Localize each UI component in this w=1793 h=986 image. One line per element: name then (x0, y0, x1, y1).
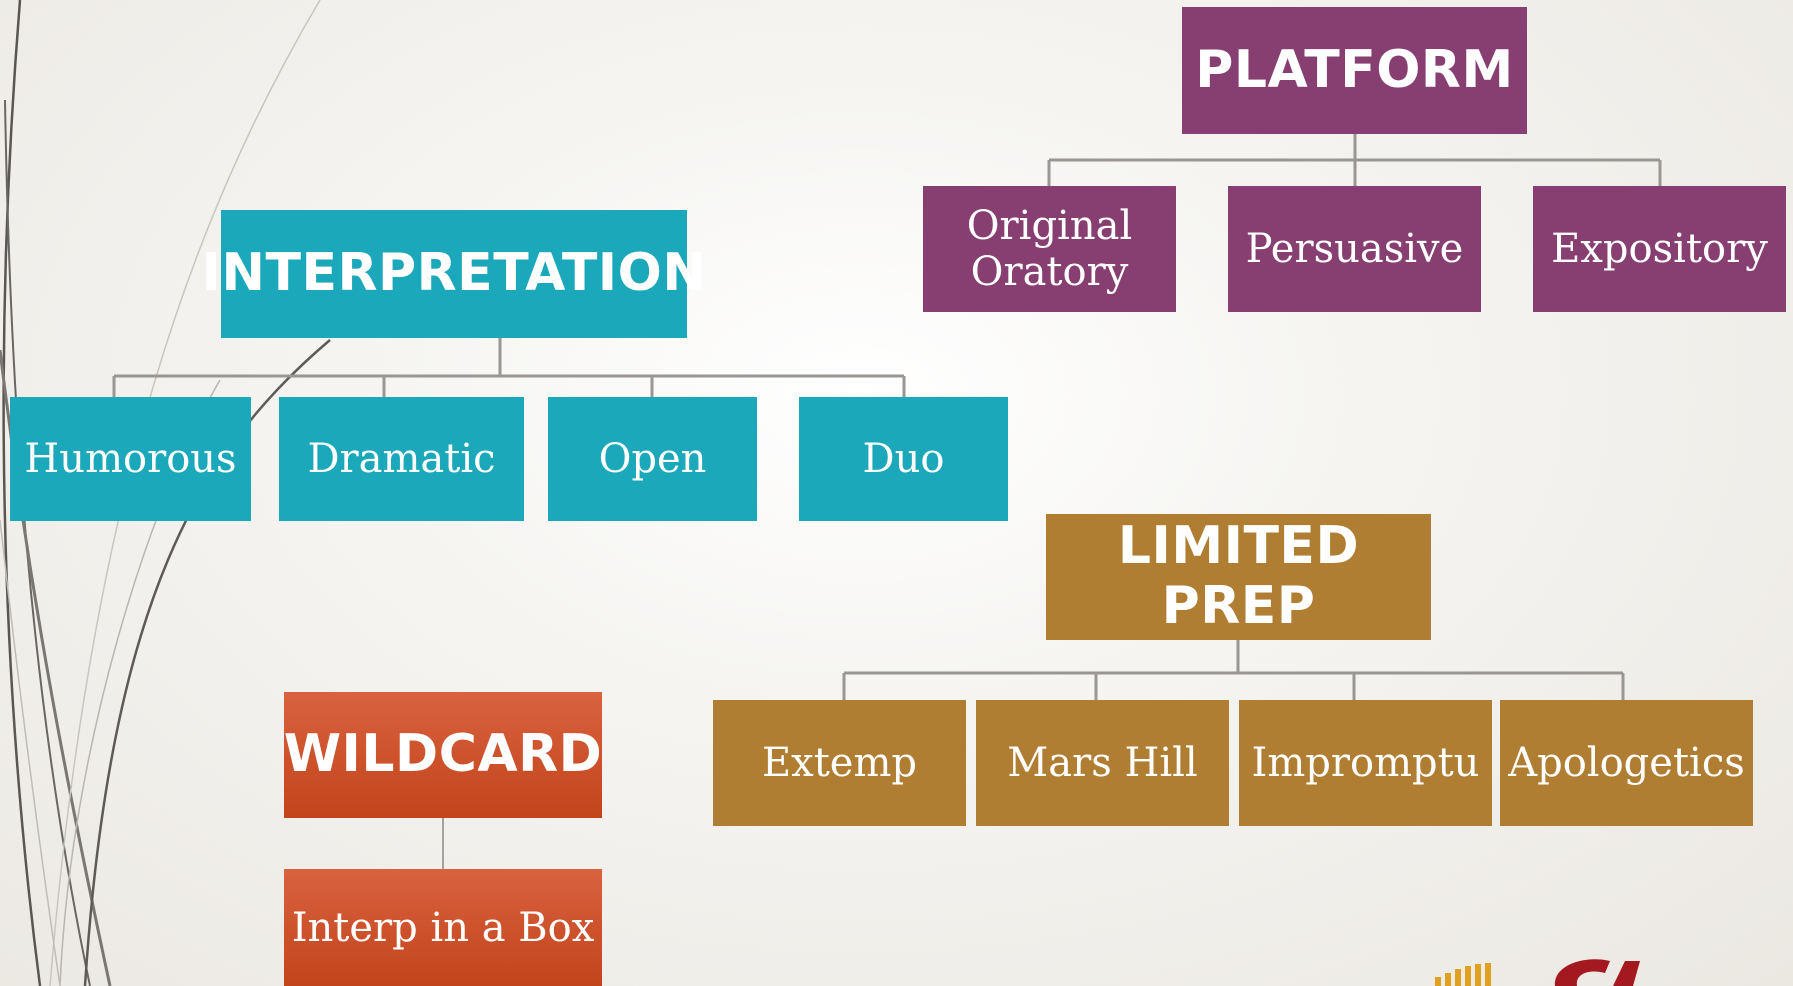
interpretation-item-duo: Duo (799, 397, 1008, 521)
limited-prep-item-mars-hill: Mars Hill (976, 700, 1229, 826)
logo (1435, 959, 1640, 986)
wildcard-heading: WILDCARD (284, 692, 602, 818)
platform-item-original-oratory: Original Oratory (923, 186, 1176, 312)
wildcard-item-interp-in-a-box: Interp in a Box (284, 869, 602, 986)
interpretation-item-dramatic: Dramatic (279, 397, 524, 521)
interpretation-item-humorous: Humorous (10, 397, 251, 521)
interpretation-heading: INTERPRETATION (202, 210, 706, 338)
platform-item-expository: Expository (1533, 186, 1786, 312)
platform-heading: PLATFORM (1182, 7, 1527, 134)
platform-item-persuasive: Persuasive (1228, 186, 1481, 312)
limited-prep-item-apologetics: Apologetics (1500, 700, 1753, 826)
limited-prep-heading: LIMITED PREP (1046, 514, 1431, 640)
limited-prep-item-impromptu: Impromptu (1239, 700, 1492, 826)
interpretation-item-open: Open (548, 397, 757, 521)
limited-prep-item-extemp: Extemp (713, 700, 966, 826)
